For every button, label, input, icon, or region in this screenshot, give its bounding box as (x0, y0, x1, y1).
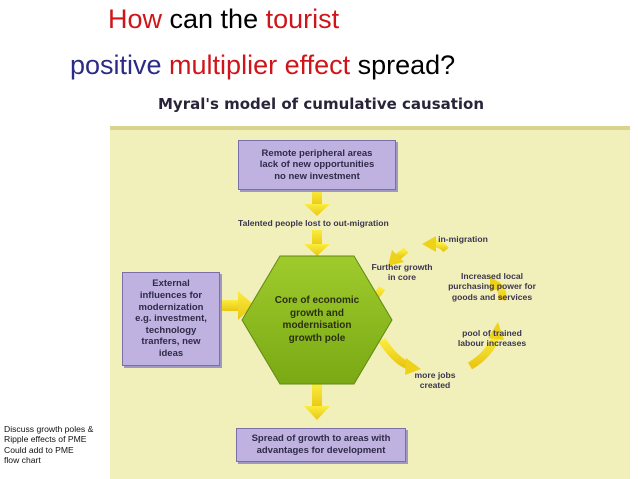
arrow-jobs-to-labour (467, 322, 504, 370)
further-growth-label: Further growth in core (371, 262, 433, 283)
arrow-talented-to-core (304, 230, 330, 256)
diagram-graphics (220, 190, 507, 420)
arrow-external-to-core (220, 291, 254, 320)
remote-peripheral-box: Remote peripheral areas lack of new oppo… (238, 140, 396, 190)
heading-word-multiplier-effect: multiplier effect (161, 50, 351, 80)
arrow-labour-to-purchasing (490, 276, 507, 301)
labour-pool-label: pool of trained labour increases (457, 328, 527, 349)
side-note: Discuss growth poles & Ripple effects of… (4, 424, 94, 466)
in-migration-label: in-migration (438, 234, 488, 244)
diagram-panel: Remote peripheral areas lack of new oppo… (110, 126, 630, 479)
more-jobs-label: more jobs created (414, 370, 456, 391)
core-hexagon (241, 255, 393, 385)
heading-word-can-the: can the (162, 4, 266, 34)
heading-word-tourist: tourist (265, 4, 340, 34)
arrow-remote-to-talented (304, 190, 330, 216)
diagram-title: Myral's model of cumulative causation (158, 95, 485, 113)
heading-word-how: How (108, 4, 163, 34)
talented-people-label: Talented people lost to out-migration (238, 218, 389, 228)
heading-word-positive: positive (70, 50, 162, 80)
spread-of-growth-box: Spread of growth to areas with advantage… (236, 428, 406, 462)
heading-word-spread: spread? (350, 50, 456, 80)
arrow-inmigration-to-further-growth (388, 247, 409, 266)
increased-purchasing-label: Increased local purchasing power for goo… (448, 271, 536, 302)
arrow-purchasing-to-inmigration (422, 236, 449, 253)
panel-top-bar (110, 126, 630, 130)
heading-line-2: positive multiplier effect spread? (70, 52, 455, 79)
arrow-core-to-jobs (378, 337, 421, 375)
arrow-core-to-spread (304, 384, 330, 420)
heading-line-1: How can the tourist (108, 6, 339, 33)
external-influences-box: External influences for modernization e.… (122, 272, 220, 366)
core-label: Core of economic growth and modernisatio… (274, 295, 360, 344)
